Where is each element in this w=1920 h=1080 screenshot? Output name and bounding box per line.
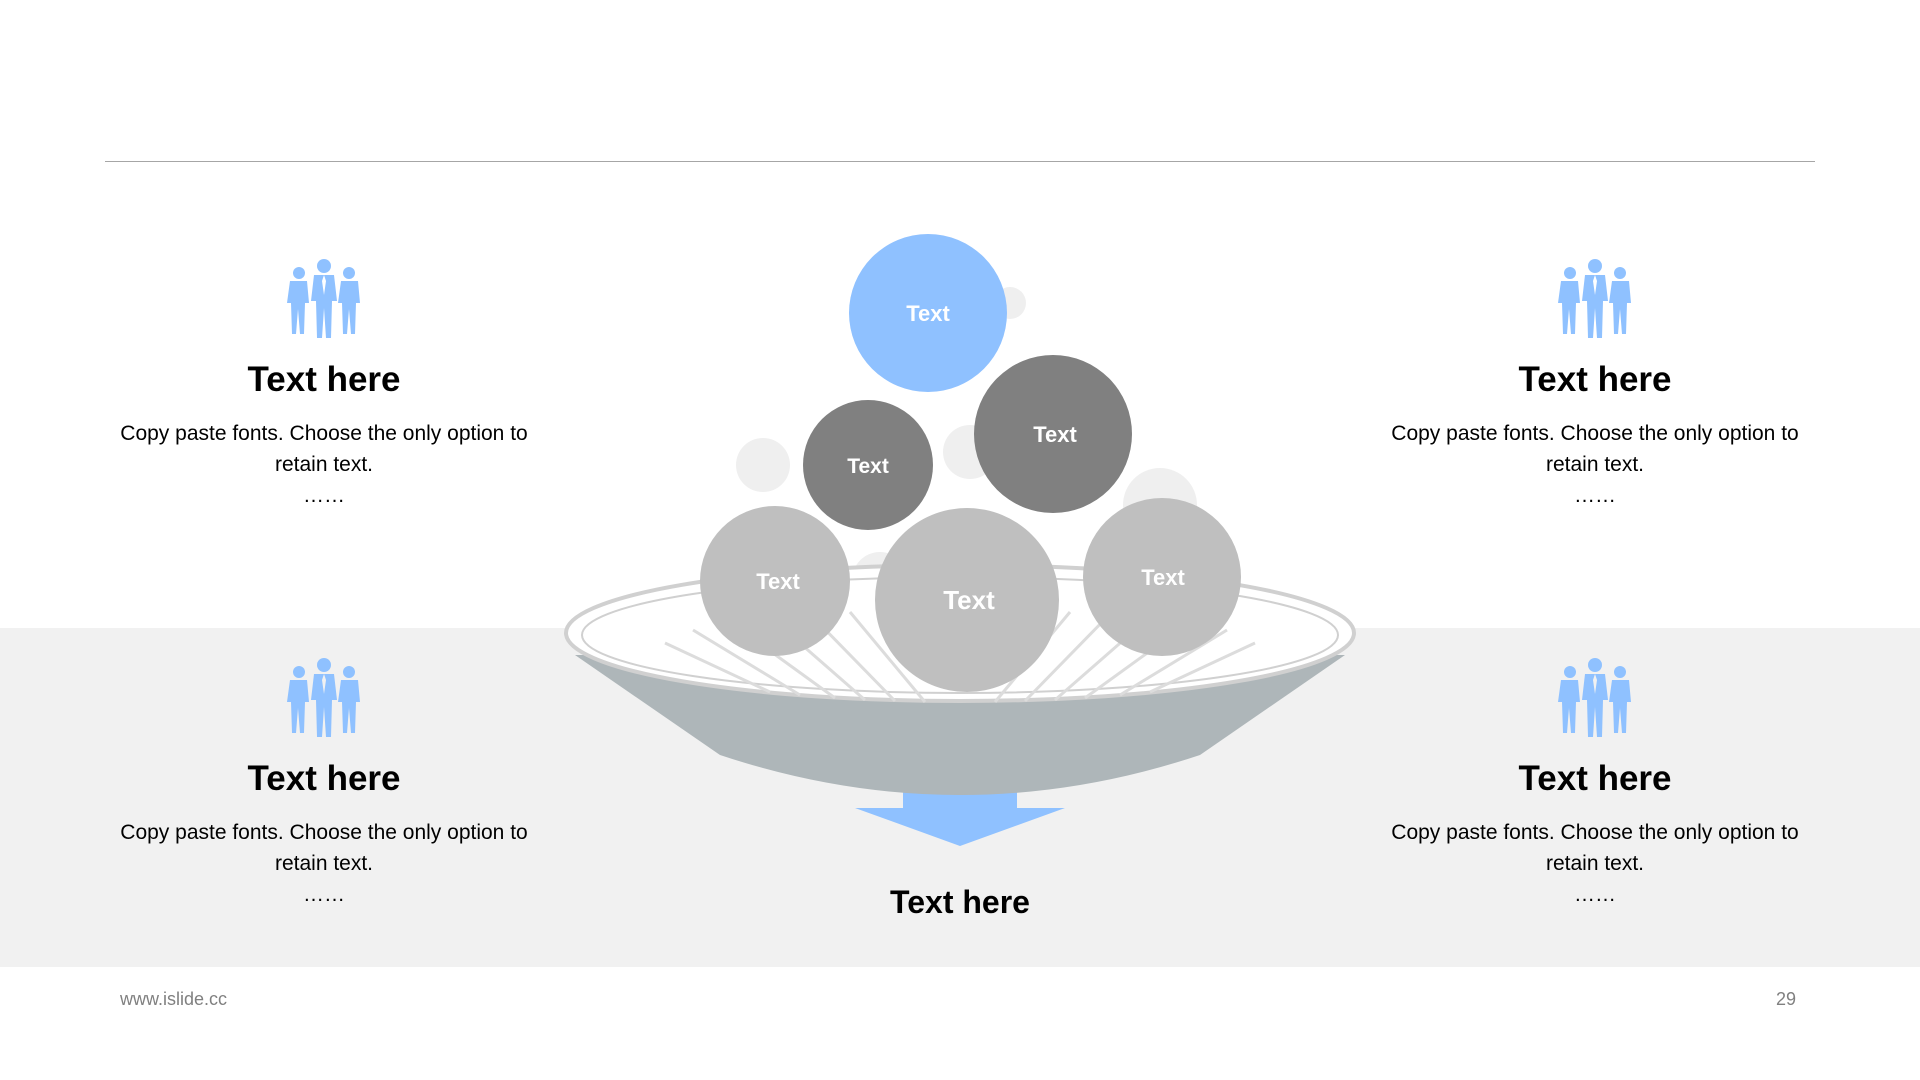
team-people-icon: [287, 259, 360, 338]
card-ellipsis: ……: [1574, 484, 1616, 507]
ball-middle-left: Text: [803, 400, 933, 530]
ball-label: Text: [1033, 422, 1077, 447]
arrow-down-icon: [855, 785, 1065, 846]
card-heading: Text here: [1518, 360, 1672, 399]
info-card-top-right: Text here Copy paste fonts. Choose the o…: [1375, 258, 1815, 508]
card-ellipsis: ……: [1574, 883, 1616, 906]
footer-url: www.islide.cc: [120, 989, 228, 1009]
ball-middle-right: Text: [974, 355, 1132, 513]
info-card-top-left: Text here Copy paste fonts. Choose the o…: [104, 258, 544, 508]
card-heading: Text here: [1518, 759, 1672, 798]
header-divider: [105, 161, 1815, 162]
ball-label: Text: [943, 585, 995, 615]
card-body: Copy paste fonts. Choose the only option…: [120, 821, 528, 875]
ball-top-blue: Text: [849, 234, 1007, 392]
card-body: Copy paste fonts. Choose the only option…: [120, 422, 528, 476]
ball-label: Text: [906, 301, 950, 326]
ball-label: Text: [1141, 565, 1185, 590]
team-people-icon: [1558, 259, 1631, 338]
ball-bottom-left: Text: [700, 506, 850, 656]
card-body: Copy paste fonts. Choose the only option…: [1391, 422, 1799, 476]
ball-bottom-center: Text: [875, 508, 1059, 692]
card-heading: Text here: [247, 759, 401, 798]
diagram-caption: Text here: [890, 884, 1030, 920]
card-ellipsis: ……: [303, 484, 345, 507]
ball-bottom-right: Text: [1083, 498, 1241, 656]
page-number: 29: [1776, 989, 1797, 1009]
info-card-bottom-left: Text here Copy paste fonts. Choose the o…: [104, 657, 544, 907]
team-people-icon: [287, 658, 360, 737]
ball-label: Text: [756, 569, 800, 594]
info-card-bottom-right: Text here Copy paste fonts. Choose the o…: [1375, 657, 1815, 907]
card-body: Copy paste fonts. Choose the only option…: [1391, 821, 1799, 875]
card-ellipsis: ……: [303, 883, 345, 906]
ball-label: Text: [847, 455, 889, 478]
team-people-icon: [1558, 658, 1631, 737]
card-heading: Text here: [247, 360, 401, 399]
